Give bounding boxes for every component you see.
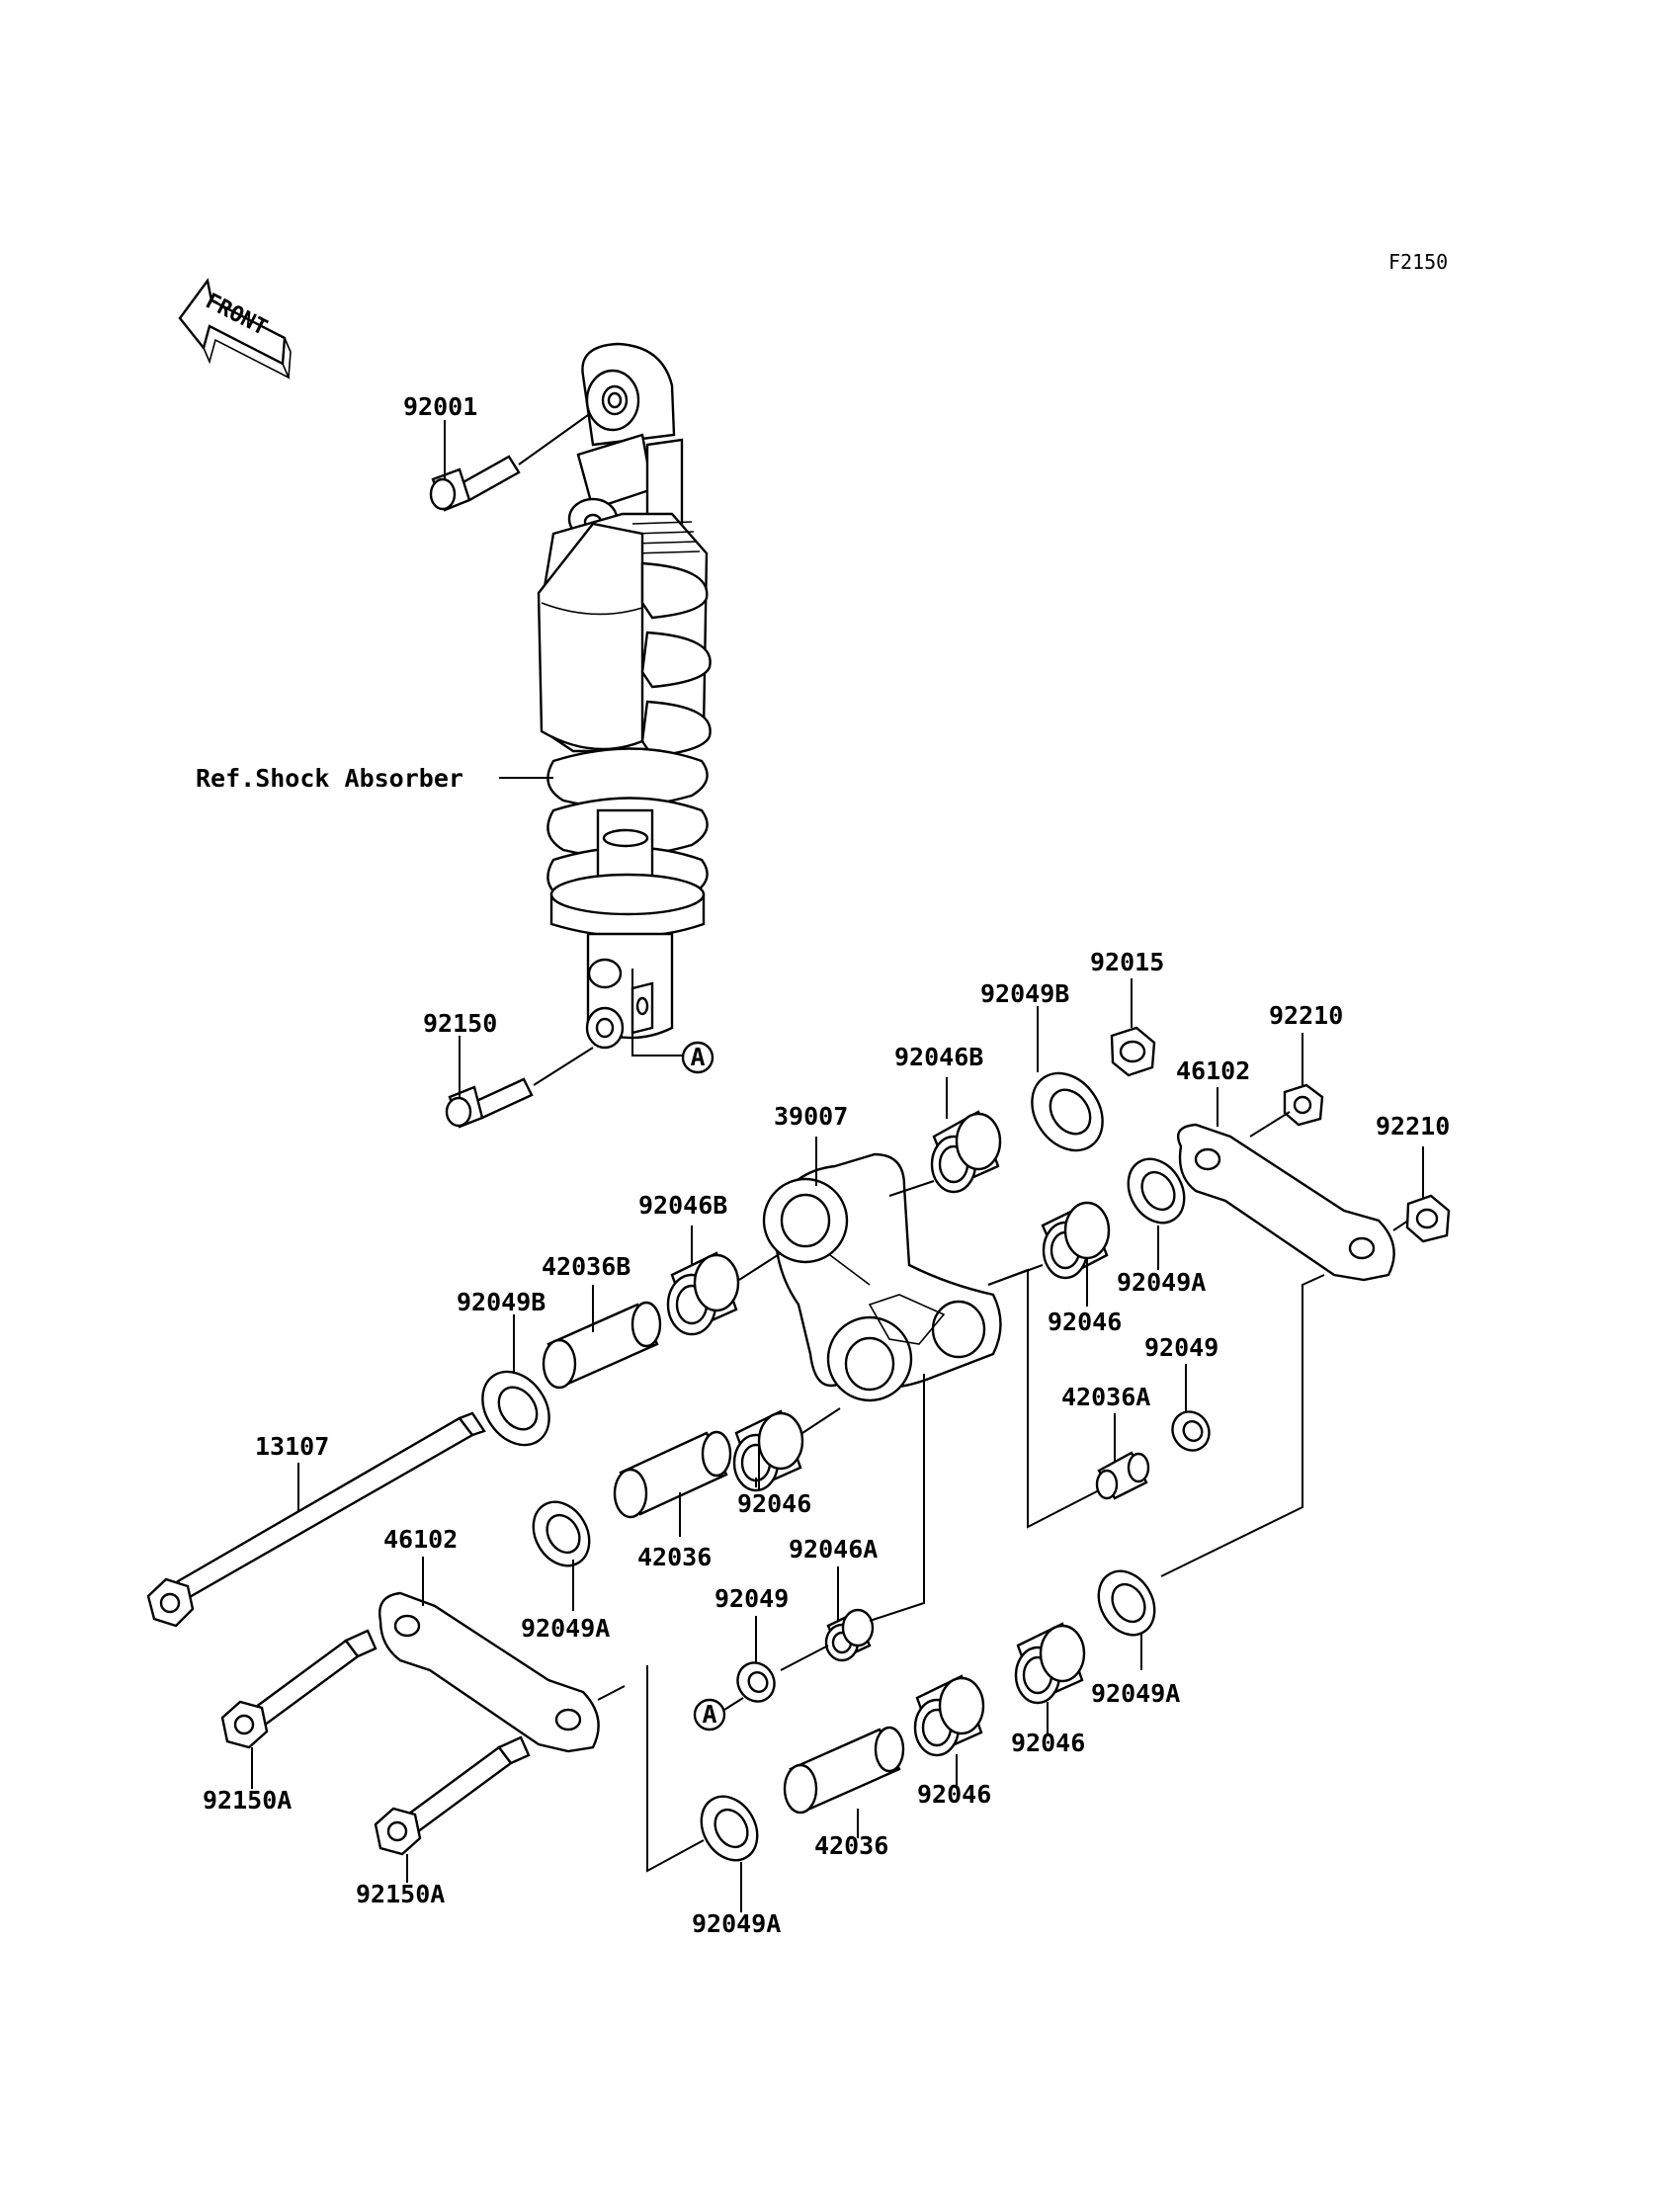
shock-absorber	[537, 342, 712, 1050]
label-46102-left: 46102	[383, 1525, 458, 1554]
label-92046B-top: 92046B	[894, 1043, 983, 1071]
label-92049A-right: 92049A	[1117, 1268, 1206, 1297]
marker-a-bottom: A	[702, 1700, 716, 1729]
label-42036-bottom: 42036	[814, 1831, 888, 1860]
sleeve-42036B	[542, 1301, 662, 1390]
label-42036B: 42036B	[542, 1252, 630, 1281]
nut-92210-right	[1405, 1194, 1451, 1243]
needle-bearing-92046A	[824, 1608, 875, 1662]
seal-92049A-right	[1127, 1157, 1186, 1225]
needle-bearing-92046-mid	[732, 1409, 804, 1492]
label-92210-right: 92210	[1376, 1112, 1450, 1141]
label-92046-mid: 92046	[737, 1489, 811, 1518]
label-92049-right: 92049	[1144, 1333, 1218, 1362]
label-92015: 92015	[1090, 948, 1164, 976]
sleeve-42036-bottom	[783, 1726, 905, 1815]
marker-a-top: A	[690, 1043, 705, 1071]
label-92150A-bottom: 92150A	[356, 1880, 445, 1908]
label-92046-right: 92046	[1048, 1308, 1122, 1336]
label-92046A: 92046A	[789, 1535, 878, 1563]
label-92210-top: 92210	[1269, 1001, 1343, 1030]
label-92150A-top: 92150A	[203, 1786, 292, 1815]
label-42036-mid: 42036	[637, 1543, 712, 1571]
label-39007: 39007	[774, 1102, 848, 1131]
label-42036A: 42036A	[1061, 1383, 1150, 1411]
label-92046-bottom-mid: 92046	[917, 1780, 991, 1809]
label-92046-bottom-right: 92046	[1011, 1729, 1085, 1757]
label-92049B-left: 92049B	[457, 1288, 546, 1316]
seal-92049-mid	[736, 1661, 776, 1703]
diagram-code: F2150	[1388, 250, 1448, 274]
sleeve-42036-mid	[613, 1430, 732, 1519]
front-arrow-icon: FRONT	[178, 278, 292, 380]
bolt-92001	[429, 455, 521, 512]
label-92001: 92001	[403, 392, 477, 421]
seal-92049A-left	[532, 1500, 591, 1567]
needle-bearing-92046B-mid	[666, 1251, 740, 1336]
shaft-13107	[146, 1411, 486, 1628]
tie-rod-46102-left	[378, 1591, 600, 1753]
label-92150: 92150	[423, 1009, 497, 1038]
seal-92049B-left	[481, 1370, 550, 1447]
nut-92015	[1110, 1026, 1156, 1077]
tie-rod-46102-right	[1176, 1123, 1395, 1282]
needle-bearing-92046-bottom-mid	[913, 1674, 985, 1757]
needle-bearing-92046B-top	[930, 1110, 1002, 1194]
label-13107: 13107	[255, 1432, 329, 1461]
label-92049A-bottom: 92049A	[692, 1909, 781, 1938]
label-92046B-mid: 92046B	[638, 1191, 727, 1220]
bolt-92150A-bottom	[374, 1735, 531, 1856]
seal-92049-right	[1171, 1410, 1211, 1452]
bolt-92150	[445, 1077, 534, 1129]
ref-shock-absorber-label: Ref.Shock Absorber	[196, 764, 463, 793]
label-92049A-left: 92049A	[521, 1614, 610, 1643]
rocker-arm-39007	[762, 1152, 1002, 1402]
needle-bearing-92046-right	[1041, 1201, 1111, 1280]
sleeve-42036A	[1095, 1451, 1150, 1500]
label-92049-mid: 92049	[714, 1584, 789, 1613]
needle-bearing-92046-bottom-right	[1014, 1622, 1086, 1705]
leader-lines	[251, 420, 1424, 1912]
bolt-92150A-top	[220, 1629, 378, 1749]
label-92049A-bottom-right: 92049A	[1091, 1679, 1180, 1708]
seal-92049A-bottom	[700, 1795, 759, 1862]
nut-92210-top	[1283, 1083, 1324, 1127]
label-92049B-top: 92049B	[980, 979, 1069, 1008]
label-46102-right: 46102	[1176, 1056, 1250, 1085]
seal-92049A-bottom-right	[1097, 1569, 1156, 1637]
seal-92049B-top	[1031, 1071, 1104, 1152]
